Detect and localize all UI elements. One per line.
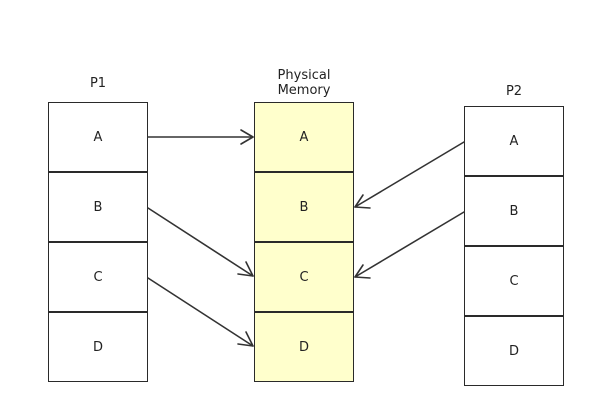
p1-title: P1 bbox=[89, 76, 107, 91]
memory-divider bbox=[254, 171, 354, 173]
p2-title: P2 bbox=[505, 84, 523, 99]
p2-cell-c: C bbox=[509, 273, 519, 289]
p1-divider bbox=[48, 241, 148, 243]
p1-divider bbox=[48, 171, 148, 173]
p1-border bbox=[48, 102, 148, 382]
memory-cell-c: C bbox=[254, 242, 354, 312]
p1-cell-b: B bbox=[93, 199, 103, 215]
memory-border bbox=[254, 102, 354, 382]
p2-cell-d: D bbox=[508, 343, 519, 359]
p1-divider bbox=[48, 311, 148, 313]
memory-cell-d: D bbox=[254, 312, 354, 382]
p1-cell-d: D bbox=[92, 339, 103, 355]
memory-divider bbox=[254, 241, 354, 243]
memory-column: A B C D bbox=[254, 102, 354, 382]
p1-cell-a: A bbox=[93, 129, 103, 145]
p2-column: A B C D bbox=[464, 106, 564, 386]
arrow-p2a-to-mem-b bbox=[354, 141, 465, 209]
memory-cell-b: B bbox=[254, 172, 354, 242]
memory-title-line1: Physical bbox=[277, 68, 331, 83]
memory-title-line2: Memory bbox=[277, 83, 331, 98]
arrow-p1a-to-mem-a bbox=[147, 129, 254, 145]
arrow-p1b-to-mem-c bbox=[147, 207, 254, 277]
p1-cell-c: C bbox=[93, 269, 103, 285]
memory-divider bbox=[254, 311, 354, 313]
p1-column: A B C D bbox=[48, 102, 148, 382]
p2-divider bbox=[464, 175, 564, 177]
p2-divider bbox=[464, 315, 564, 317]
p2-divider bbox=[464, 245, 564, 247]
arrow-p2b-to-mem-c bbox=[354, 211, 465, 279]
p2-cell-a: A bbox=[509, 133, 519, 149]
p2-border bbox=[464, 106, 564, 386]
arrow-p1c-to-mem-d bbox=[147, 277, 254, 347]
memory-cell-a: A bbox=[254, 102, 354, 172]
p2-cell-b: B bbox=[509, 203, 519, 219]
memory-title: Physical Memory bbox=[254, 68, 354, 98]
